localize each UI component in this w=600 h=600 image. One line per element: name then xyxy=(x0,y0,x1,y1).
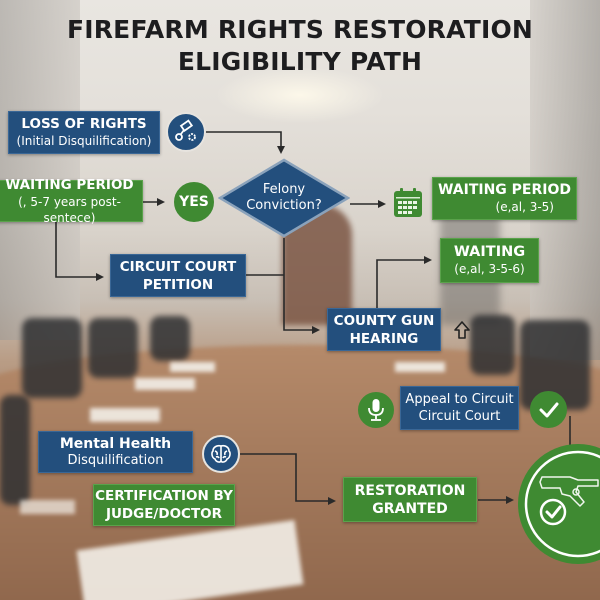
waiting-period-right-box: WAITING PERIOD (e,al, 3-5) xyxy=(432,177,577,220)
waiting-period-left-subtitle: (, 5-7 years post-sentece) xyxy=(18,194,121,225)
certification-line-2: JUDGE/DOCTOR xyxy=(105,506,223,522)
yes-badge: YES xyxy=(174,182,214,222)
county-gun-hearing-box: COUNTY GUN HEARING xyxy=(327,308,441,351)
title-line-2: ELIGIBILITY PATH xyxy=(177,47,423,76)
loss-of-rights-title: LOSS OF RIGHTS xyxy=(21,116,147,132)
loss-of-rights-subtitle: (Initial Disquilification) xyxy=(16,134,152,148)
title-line-1: FIREFARM RIGHTS RESTORATION xyxy=(66,15,534,44)
yes-label: YES xyxy=(179,194,209,210)
waiting-period-left-title: WAITING PERIOD xyxy=(5,176,134,193)
county-gun-hearing-line-2: HEARING xyxy=(349,330,419,347)
waiting-right-subtitle: (e,al, 3-5-6) xyxy=(454,262,525,276)
up-arrow-outline-icon xyxy=(453,320,471,340)
mental-health-title: Mental Health xyxy=(59,435,172,452)
mental-health-subtitle: Disquilification xyxy=(67,452,164,468)
circuit-court-petition-box: CIRCUIT COURT PETITION xyxy=(110,254,246,297)
brain-icon xyxy=(202,435,240,473)
restoration-granted-line-1: RESTORATION xyxy=(354,482,466,499)
loss-of-rights-box: LOSS OF RIGHTS (Initial Disquilification… xyxy=(8,111,160,154)
checkmark-icon xyxy=(530,391,567,428)
calendar-icon xyxy=(393,188,423,218)
page-title: FIREFARM RIGHTS RESTORATION ELIGIBILITY … xyxy=(0,14,600,78)
waiting-right-title: WAITING xyxy=(453,244,526,260)
mental-health-box: Mental Health Disquilification xyxy=(38,431,193,473)
microphone-icon xyxy=(358,392,394,428)
appeal-line-1: Appeal to Circuit xyxy=(405,392,514,407)
revolver-check-icon xyxy=(518,444,600,564)
waiting-period-right-title: WAITING PERIOD xyxy=(437,182,572,198)
felony-conviction-decision: Felony Conviction? xyxy=(218,158,350,238)
appeal-box: Appeal to Circuit Circuit Court xyxy=(400,386,519,430)
circuit-court-petition-line-1: CIRCUIT COURT xyxy=(119,258,237,275)
waiting-right-box: WAITING (e,al, 3-5-6) xyxy=(440,238,539,283)
felony-decision-line-2: Conviction? xyxy=(246,198,322,213)
restoration-granted-line-2: GRANTED xyxy=(372,500,448,517)
restoration-granted-box: RESTORATION GRANTED xyxy=(343,477,477,522)
certification-line-1: CERTIFICATION BY xyxy=(95,488,233,504)
waiting-period-right-subtitle: (e,al, 3-5) xyxy=(495,200,554,214)
gavel-gears-icon xyxy=(166,112,206,152)
appeal-line-2: Circuit Court xyxy=(418,409,501,424)
county-gun-hearing-line-1: COUNTY GUN xyxy=(333,312,435,329)
certification-box: CERTIFICATION BY JUDGE/DOCTOR xyxy=(93,484,235,526)
waiting-period-left-box: WAITING PERIOD (, 5-7 years post-sentece… xyxy=(0,176,143,225)
circuit-court-petition-line-2: PETITION xyxy=(142,276,214,293)
felony-decision-line-1: Felony xyxy=(262,182,306,197)
